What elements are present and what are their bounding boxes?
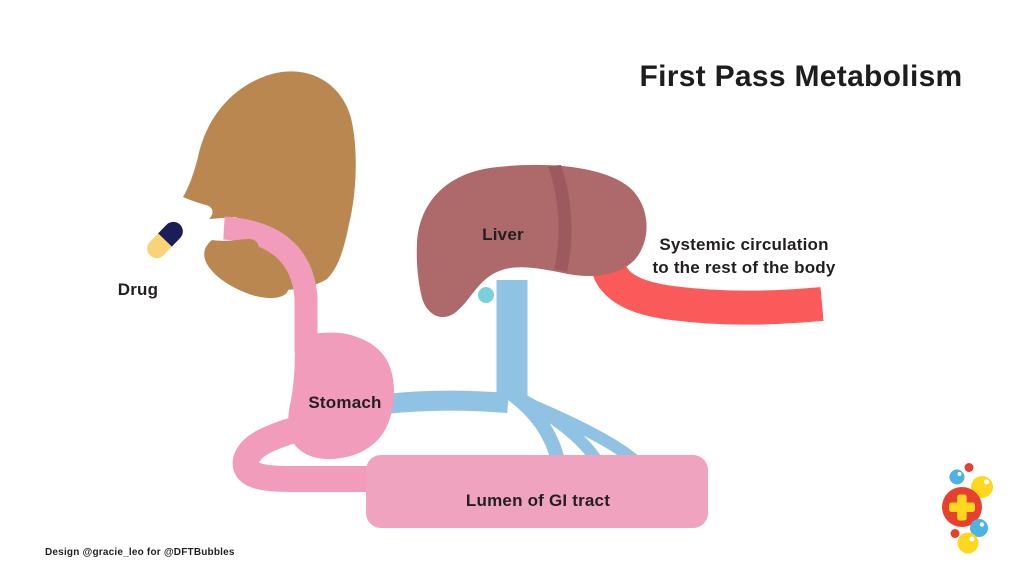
head-figure <box>183 71 356 352</box>
drug-label: Drug <box>117 280 159 299</box>
liver-label: Liver <box>482 225 524 244</box>
logo-bubble-highlight <box>957 472 962 476</box>
logo-bubble-highlight <box>984 479 989 485</box>
gi-lumen-label: Lumen of GI tract <box>465 491 611 510</box>
liver-lobe-divider <box>548 165 572 272</box>
logo-bubble-blue-top <box>949 469 965 485</box>
design-credit: Design @gracie_leo for @DFTBubbles <box>45 547 235 558</box>
pill-navy-half <box>158 221 183 247</box>
duodenum-tube <box>232 417 400 492</box>
gi-lumen-box <box>366 455 708 528</box>
portal-vein <box>384 280 638 465</box>
logo-bubble-highlight <box>969 536 975 542</box>
page-title: First Pass Metabolism <box>639 60 963 93</box>
logo-bubble-red-bottom <box>950 529 960 538</box>
portal-vein-gi-branch-3 <box>519 395 638 465</box>
gallbladder <box>478 287 494 303</box>
plus-icon <box>957 494 967 521</box>
stomach-shape <box>288 332 395 460</box>
portal-vein-gi-branch-1 <box>502 384 565 463</box>
pill-yellow-half <box>147 233 172 259</box>
pill-capsule-icon <box>147 221 183 259</box>
logo-bubble-red-top <box>964 463 974 472</box>
systemic-circulation-label: Systemic circulation to the rest of the … <box>652 233 835 279</box>
logo-bubble-highlight <box>979 522 985 527</box>
stomach-label: Stomach <box>308 393 382 412</box>
systemic-circulation-line1: Systemic circulation <box>659 235 829 254</box>
head-profile <box>183 71 356 291</box>
esophagus-tube <box>223 216 318 352</box>
dftbubbles-logo <box>942 463 993 554</box>
portal-vein-stomach-branch <box>384 390 509 414</box>
liver-organ <box>416 164 647 318</box>
logo-bubble-yellow-bottom <box>957 532 979 554</box>
gi-tract <box>232 332 708 528</box>
jaw <box>205 238 289 298</box>
systemic-circulation-line2: to the rest of the body <box>652 258 836 277</box>
liver-shape <box>416 164 647 318</box>
